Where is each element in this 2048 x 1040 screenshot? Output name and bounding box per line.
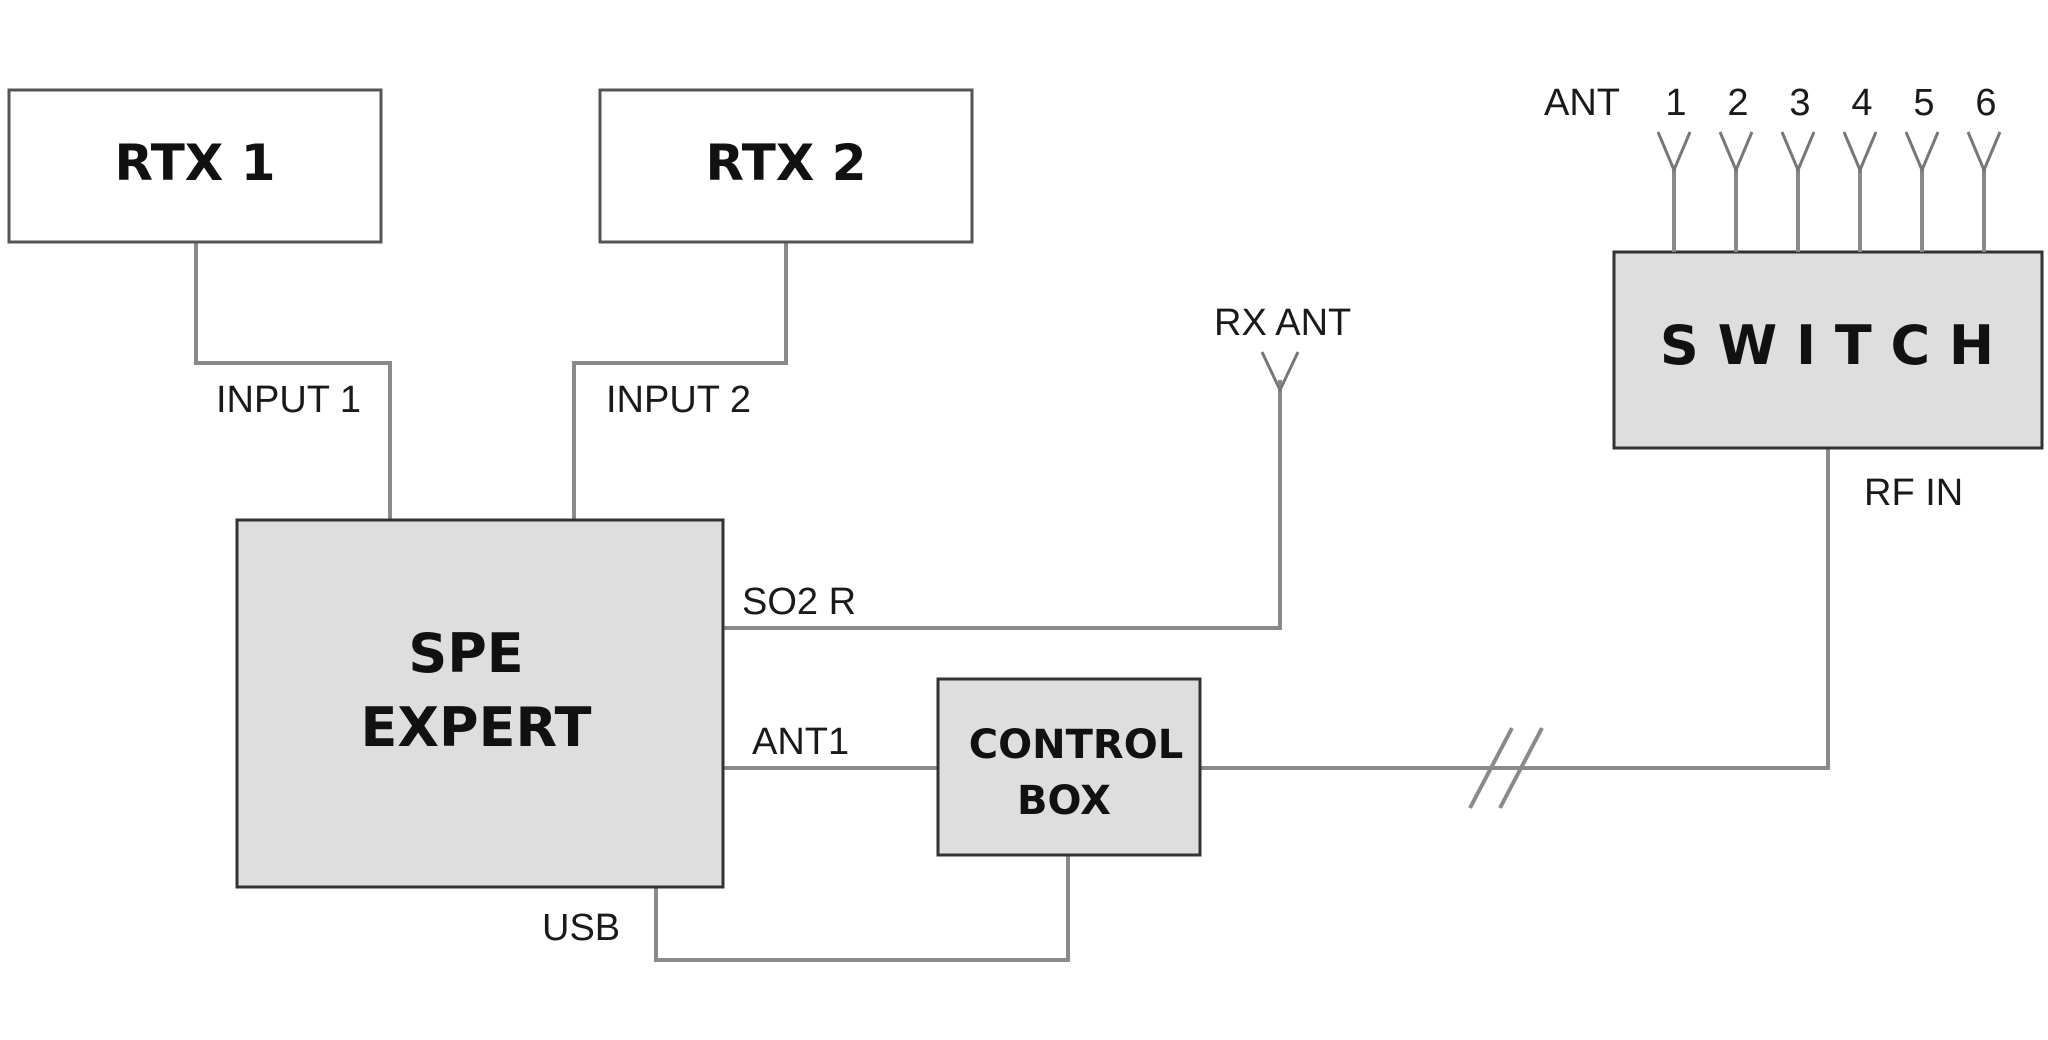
- wire-so2r-rx-ant: [724, 380, 1282, 630]
- break-mark-1: [1468, 727, 1514, 809]
- input1-label: INPUT 1: [216, 379, 361, 421]
- wire-usb: [654, 855, 1070, 962]
- break-mark-2: [1498, 727, 1544, 809]
- rx-antenna-icon: [1260, 351, 1300, 394]
- antenna-icon: [1904, 131, 1940, 174]
- rtx2-box: [598, 88, 974, 244]
- rx-ant-label: RX ANT: [1214, 302, 1351, 344]
- control-box-label-line1: CONTROL: [969, 722, 1183, 768]
- antenna-number-label: 6: [1975, 82, 1996, 124]
- switch-antenna-1: 1: [1656, 82, 1692, 252]
- wire-control-box-rf-in: [1198, 448, 1830, 770]
- antenna-icon: [1656, 131, 1692, 174]
- input2-label: INPUT 2: [606, 379, 751, 421]
- antenna-number-label: 2: [1727, 82, 1748, 124]
- usb-label: USB: [542, 907, 620, 949]
- antenna-icon: [1966, 131, 2002, 174]
- control-box: [936, 677, 1202, 857]
- spe-expert-label-line2: EXPERT: [361, 696, 592, 759]
- switch-box: [1612, 250, 2044, 450]
- spe-expert-label-line1: SPE: [408, 622, 523, 685]
- antenna-number-label: 4: [1851, 82, 1872, 124]
- ant-label: ANT: [1544, 82, 1620, 124]
- switch-antenna-5: 5: [1904, 82, 1940, 252]
- so2r-label: SO2 R: [742, 581, 856, 623]
- antenna-icon: [1842, 131, 1878, 174]
- antenna-number-label: 1: [1665, 82, 1686, 124]
- switch-antenna-6: 6: [1966, 82, 2002, 252]
- switch-antenna-3: 3: [1780, 82, 1816, 252]
- antenna-icon: [1780, 131, 1816, 174]
- rtx1-label: RTX 1: [114, 134, 275, 192]
- control-box-label-line2: BOX: [1017, 778, 1111, 824]
- antenna-number-label: 3: [1789, 82, 1810, 124]
- wire-rtx2-input2: [572, 242, 788, 520]
- switch-label: S W I T C H: [1660, 314, 1994, 377]
- rf-in-label: RF IN: [1864, 472, 1963, 514]
- rtx1-box: [7, 88, 383, 244]
- ant1-label: ANT1: [752, 721, 849, 763]
- antenna-number-label: 5: [1913, 82, 1934, 124]
- switch-antenna-4: 4: [1842, 82, 1878, 252]
- spe-expert-box: [235, 518, 725, 889]
- rtx2-label: RTX 2: [705, 134, 866, 192]
- antenna-icon: [1718, 131, 1754, 174]
- switch-antenna-2: 2: [1718, 82, 1754, 252]
- wire-rtx1-input1: [194, 242, 392, 520]
